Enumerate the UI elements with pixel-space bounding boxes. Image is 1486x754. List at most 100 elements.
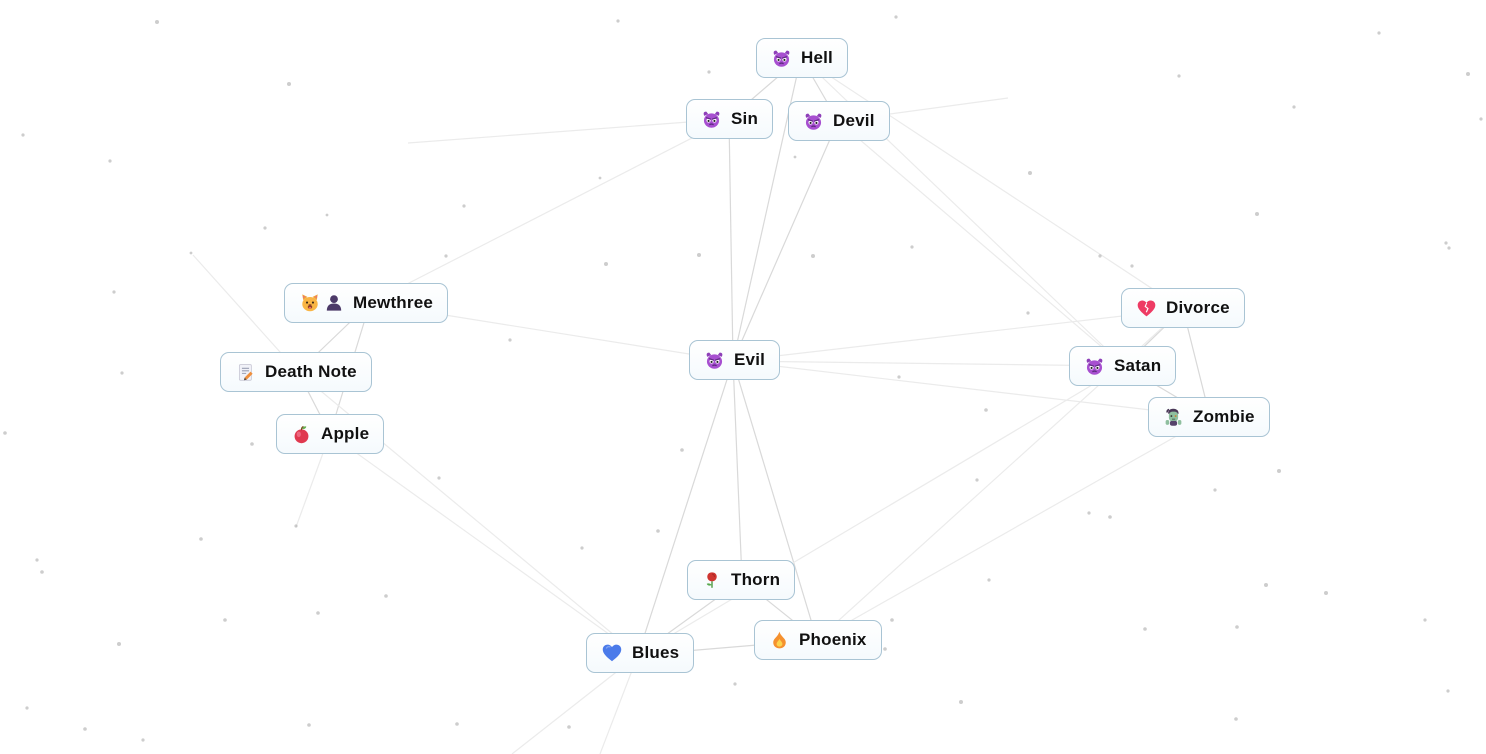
background-dot [883,647,887,651]
background-dot [1444,241,1448,245]
background-dot [1234,717,1238,721]
background-dot [1264,583,1268,587]
background-dot [40,570,44,574]
element-node-blues[interactable]: Blues [586,633,695,673]
background-dot [250,442,254,446]
element-label: Evil [734,350,766,369]
background-dot [793,155,797,159]
connection-line [732,308,1184,362]
background-dot [316,611,320,615]
element-icons [1084,356,1105,377]
element-label: Phoenix [799,630,867,649]
background-dot [120,371,124,375]
background-dot [141,738,145,742]
background-dot [325,213,329,217]
element-node-apple[interactable]: Apple [276,414,385,454]
element-node-divorce[interactable]: Divorce [1121,288,1245,328]
background-dot [959,700,963,704]
background-dot [108,159,112,163]
background-dot [697,253,701,257]
connection-line [329,433,639,656]
element-icons [601,642,623,664]
connection-line [732,120,839,362]
background-dot [894,15,898,19]
element-label: Blues [632,643,680,662]
background-dot [984,408,988,412]
element-node-sin[interactable]: Sin [686,99,774,139]
element-node-hell[interactable]: Hell [756,38,848,78]
background-dot [21,133,25,137]
connection-line [637,360,734,656]
element-node-phoenix[interactable]: Phoenix [754,620,882,660]
background-dot [1479,117,1483,121]
element-label: Hell [801,48,833,67]
element-node-satan[interactable]: Satan [1069,346,1177,386]
background-dot [112,290,116,294]
element-icons [702,570,722,590]
background-dot [1026,311,1030,315]
background-dot [707,70,711,74]
connection-line [732,360,1125,367]
connection-line [800,56,1184,310]
connection-line [837,120,1125,367]
background-dot [616,19,620,23]
element-node-evil[interactable]: Evil [689,340,781,380]
background-dot [975,478,979,482]
background-dot [83,727,87,731]
background-dot [1028,171,1032,175]
connection-line [637,365,1125,656]
rose-icon [702,570,722,590]
cat-icon [299,292,321,314]
element-node-devil[interactable]: Devil [788,101,890,141]
background-dot [604,262,608,266]
element-node-thorn[interactable]: Thorn [687,560,796,600]
element-icons [299,292,344,314]
background-dot [910,245,914,249]
background-dot [35,558,39,562]
memo-icon [235,362,256,383]
background-dot [680,448,684,452]
background-dot [437,476,441,480]
background-dot [890,618,894,622]
background-dot [897,375,901,379]
background-dot [1108,515,1112,519]
background-dot [223,618,227,622]
background-dot [307,723,311,727]
background-dot [25,706,29,710]
element-icons [291,424,312,445]
element-label: Death Note [265,362,357,381]
element-icons [769,630,790,651]
connection-line [728,118,734,362]
background-dot [155,20,159,24]
background-dot [444,254,448,258]
element-label: Zombie [1193,407,1255,426]
element-node-zombie[interactable]: Zombie [1148,397,1270,437]
connection-line [732,360,743,581]
element-label: Apple [321,424,370,443]
background-dot [455,722,459,726]
element-icons [235,362,256,383]
background-dot [1277,469,1281,473]
broken-heart-icon [1136,298,1157,319]
background-dot [598,176,602,180]
background-dot [1423,618,1427,622]
background-dot [199,537,203,541]
background-dot [462,204,466,208]
connection-line [732,360,1211,418]
imp-icon [701,109,722,130]
element-icons [771,48,792,69]
element-node-death-note[interactable]: Death Note [220,352,372,392]
connection-line [369,118,730,304]
background-dot [117,642,121,646]
element-node-mewthree[interactable]: Mewthree [284,283,449,323]
fire-icon [769,630,790,651]
element-label: Devil [833,111,875,130]
background-dot [287,82,291,86]
element-icons [1163,407,1184,428]
element-icons [1136,298,1157,319]
imp-icon [771,48,792,69]
background-dot [567,725,571,729]
background-dot [384,594,388,598]
background-dot [1130,264,1134,268]
